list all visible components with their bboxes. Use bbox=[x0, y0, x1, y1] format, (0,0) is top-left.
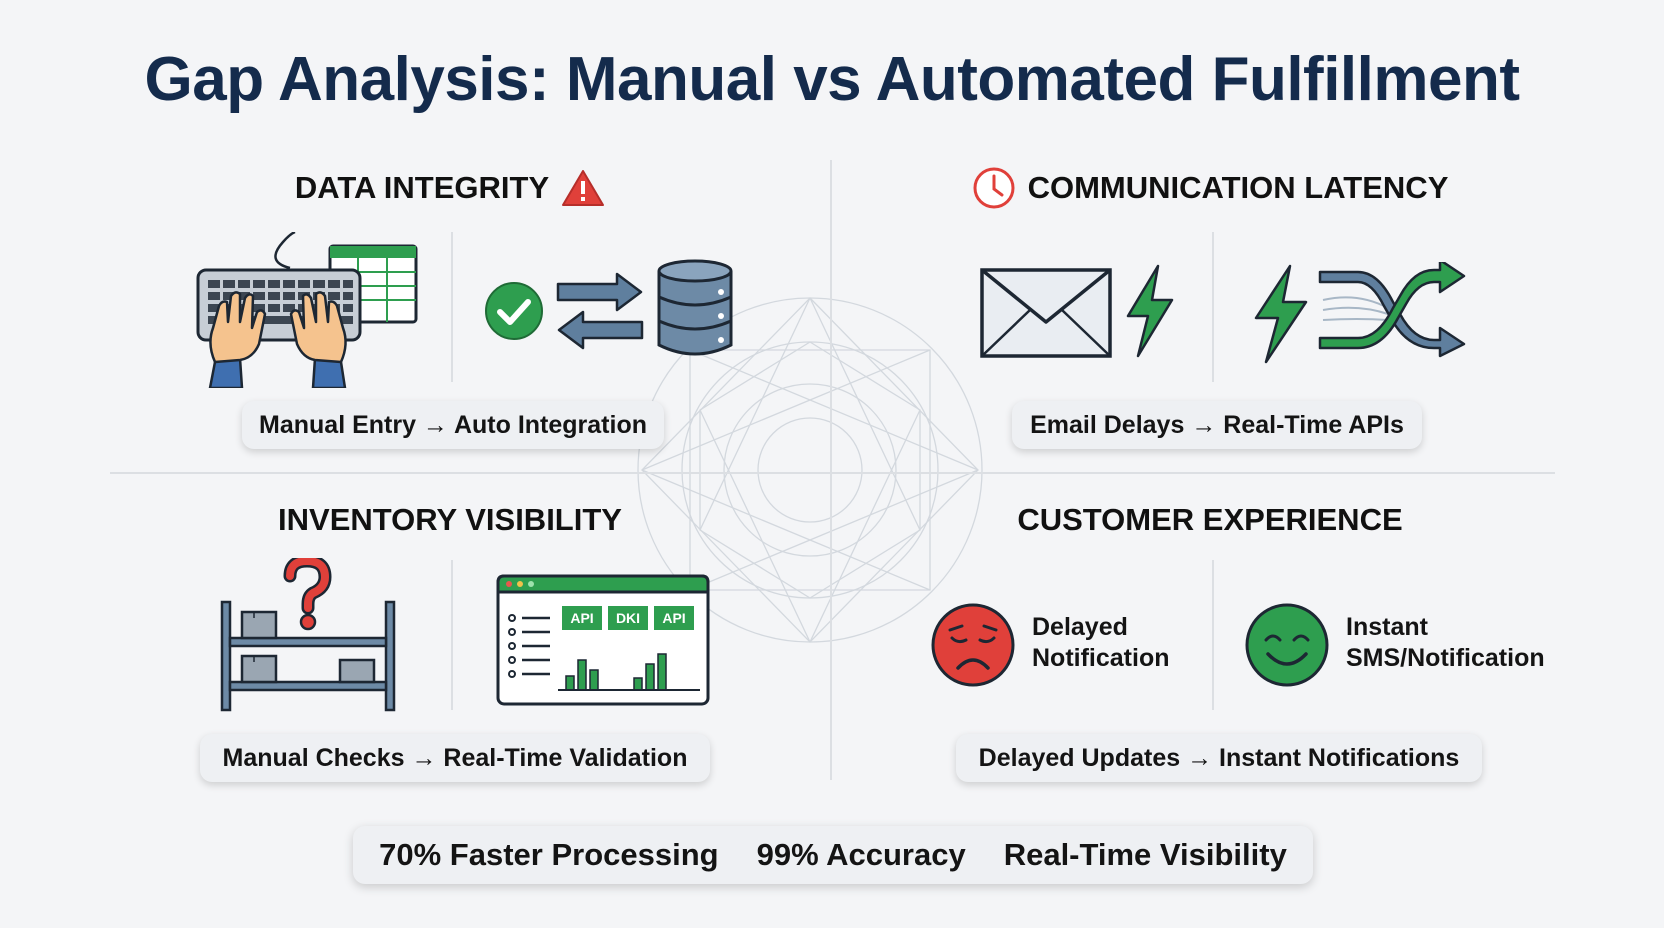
question-mark-icon bbox=[283, 558, 332, 631]
center-vertical-divider bbox=[830, 160, 832, 780]
sad-face-label-line-1: Delayed bbox=[1032, 613, 1128, 641]
stats-bar: 70% Faster Processing 99% Accuracy Real-… bbox=[353, 826, 1313, 884]
data-integrity-title-text: DATA INTEGRITY bbox=[294, 170, 550, 205]
sad-face-icon bbox=[931, 603, 1015, 687]
lightning-icon-fast bbox=[1254, 264, 1308, 364]
page-title: Gap Analysis: Manual vs Automated Fulfil… bbox=[144, 45, 1520, 114]
customer-divider bbox=[1212, 560, 1214, 710]
stat-accuracy: 99% Accuracy bbox=[756, 837, 966, 872]
data-integrity-title: DATA INTEGRITY bbox=[240, 164, 660, 212]
dashboard-icon: API DKI API bbox=[496, 574, 710, 706]
lightning-icon bbox=[1126, 264, 1174, 358]
shelf-icon bbox=[220, 600, 396, 712]
communication-latency-pill: Email Delays → Real-Time APIs bbox=[1012, 401, 1422, 449]
warning-icon bbox=[562, 170, 605, 206]
communication-latency-title: COMMUNICATION LATENCY bbox=[940, 164, 1480, 212]
dashboard-tag-1: API bbox=[570, 610, 593, 626]
sync-arrows-icon bbox=[556, 272, 644, 350]
customer-experience-title: CUSTOMER EXPERIENCE bbox=[960, 496, 1460, 544]
clock-icon bbox=[973, 167, 1015, 209]
shuffle-arrows-icon bbox=[1318, 262, 1466, 358]
center-horizontal-divider bbox=[110, 472, 1555, 474]
keyboard-hands-icon bbox=[196, 232, 418, 388]
sad-face-label: Delayed Notification bbox=[1032, 612, 1170, 674]
happy-face-label: Instant SMS/Notification bbox=[1346, 612, 1545, 674]
inventory-visibility-title-text: INVENTORY VISIBILITY bbox=[278, 502, 622, 537]
data-integrity-divider bbox=[451, 232, 453, 382]
inventory-divider bbox=[451, 560, 453, 710]
checkmark-icon bbox=[485, 282, 543, 340]
communication-divider bbox=[1212, 232, 1214, 382]
customer-experience-title-text: CUSTOMER EXPERIENCE bbox=[1017, 502, 1403, 537]
stat-visibility: Real-Time Visibility bbox=[1003, 837, 1287, 872]
dashboard-tag-3: API bbox=[662, 610, 685, 626]
stat-faster-processing: 70% Faster Processing bbox=[379, 837, 719, 872]
happy-face-label-line-1: Instant bbox=[1346, 613, 1428, 641]
data-integrity-pill: Manual Entry → Auto Integration bbox=[242, 401, 664, 449]
dashboard-tag-2: DKI bbox=[616, 610, 640, 626]
happy-face-label-line-2: SMS/Notification bbox=[1346, 644, 1545, 672]
database-icon bbox=[657, 259, 733, 356]
customer-experience-pill: Delayed Updates → Instant Notifications bbox=[956, 734, 1482, 782]
sad-face-label-line-2: Notification bbox=[1032, 644, 1170, 672]
inventory-visibility-pill: Manual Checks → Real-Time Validation bbox=[200, 734, 710, 782]
envelope-icon bbox=[980, 268, 1112, 358]
communication-latency-title-text: COMMUNICATION LATENCY bbox=[1027, 170, 1449, 205]
inventory-visibility-title: INVENTORY VISIBILITY bbox=[240, 496, 660, 544]
background-geometric-pattern bbox=[637, 297, 983, 643]
happy-face-icon bbox=[1245, 603, 1329, 687]
